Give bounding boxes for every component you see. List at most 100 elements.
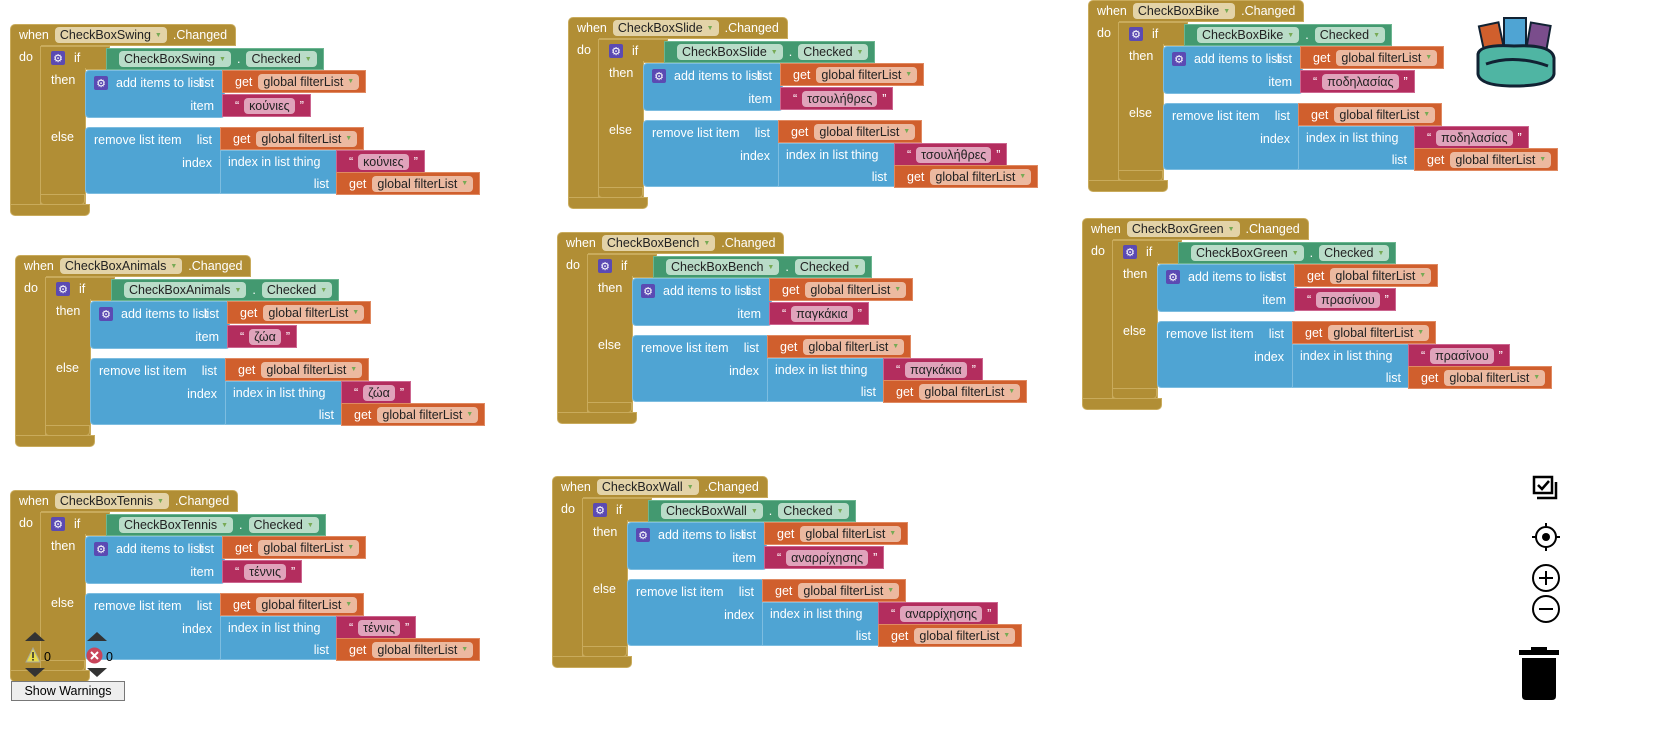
variable-dropdown[interactable]: global filterList▼ — [1450, 151, 1552, 168]
text-field[interactable]: τσουλήθρες — [916, 146, 992, 163]
variable-dropdown[interactable]: global filterList▼ — [372, 641, 474, 658]
checkbox-checked-getter[interactable]: CheckBoxBench▼.Checked▼ — [653, 256, 873, 278]
component-dropdown[interactable]: CheckBoxAnimals▼ — [124, 282, 247, 298]
zoom-out-icon[interactable] — [1530, 593, 1562, 625]
component-dropdown[interactable]: CheckBoxBench▼ — [666, 259, 780, 275]
variable-dropdown[interactable]: global filterList▼ — [372, 175, 474, 192]
mutator-gear-icon[interactable]: ⚙ — [1123, 245, 1137, 259]
zoom-in-icon[interactable] — [1530, 562, 1562, 594]
recenter-target-icon[interactable] — [1530, 521, 1562, 553]
component-dropdown[interactable]: CheckBoxBike▼ — [1132, 3, 1236, 19]
variable-dropdown[interactable]: global filterList▼ — [803, 338, 905, 355]
component-dropdown[interactable]: CheckBoxTennis▼ — [119, 517, 234, 533]
variable-dropdown[interactable]: global filterList▼ — [1334, 106, 1436, 123]
mutator-gear-icon[interactable]: ⚙ — [56, 282, 70, 296]
variable-dropdown[interactable]: global filterList▼ — [256, 596, 358, 613]
mutator-gear-icon[interactable]: ⚙ — [51, 51, 65, 65]
component-dropdown[interactable]: CheckBoxWall▼ — [661, 503, 763, 519]
component-dropdown[interactable]: CheckBoxGreen▼ — [1126, 221, 1240, 237]
item-text-block[interactable]: “ποδηλασίας” — [1300, 70, 1415, 93]
checkbox-checked-getter[interactable]: CheckBoxGreen▼.Checked▼ — [1178, 242, 1397, 264]
mutator-gear-icon[interactable]: ⚙ — [94, 542, 108, 556]
variable-dropdown[interactable]: global filterList▼ — [1330, 267, 1432, 284]
variable-dropdown[interactable]: global filterList▼ — [261, 361, 363, 378]
mutator-gear-icon[interactable]: ⚙ — [593, 503, 607, 517]
component-dropdown[interactable]: CheckBoxWall▼ — [596, 479, 699, 495]
variable-dropdown[interactable]: global filterList▼ — [258, 73, 360, 90]
text-field[interactable]: αναρρίχησης — [786, 549, 869, 566]
variable-dropdown[interactable]: global filterList▼ — [263, 304, 365, 321]
item-text-block[interactable]: “κούνιες” — [222, 94, 311, 117]
mutator-gear-icon[interactable]: ⚙ — [1172, 52, 1186, 66]
mutator-gear-icon[interactable]: ⚙ — [94, 76, 108, 90]
text-field[interactable]: τέννις — [244, 563, 286, 580]
mutator-gear-icon[interactable]: ⚙ — [598, 259, 612, 273]
item-text-block[interactable]: “πρασίνου” — [1294, 288, 1396, 311]
variable-dropdown[interactable]: global filterList▼ — [930, 168, 1032, 185]
if-header[interactable] — [40, 46, 110, 70]
checkbox-checked-getter[interactable]: CheckBoxSwing▼.Checked▼ — [106, 48, 324, 70]
text-field[interactable]: τσουλήθρες — [802, 90, 878, 107]
text-field[interactable]: κούνιες — [358, 153, 409, 170]
component-dropdown[interactable]: CheckBoxAnimals▼ — [59, 258, 183, 274]
variable-dropdown[interactable]: global filterList▼ — [914, 627, 1016, 644]
mutator-gear-icon[interactable]: ⚙ — [652, 69, 666, 83]
mutator-gear-icon[interactable]: ⚙ — [636, 528, 650, 542]
text-field[interactable]: παγκάκια — [791, 305, 853, 322]
text-field[interactable]: ποδηλασίας — [1322, 73, 1399, 90]
component-dropdown[interactable]: CheckBoxGreen▼ — [1191, 245, 1304, 261]
checkbox-checked-getter[interactable]: CheckBoxAnimals▼.Checked▼ — [111, 279, 340, 301]
text-field[interactable]: παγκάκια — [905, 361, 967, 378]
thing-text-block[interactable]: “τέννις” — [336, 616, 417, 639]
variable-dropdown[interactable]: global filterList▼ — [1444, 369, 1546, 386]
component-dropdown[interactable]: CheckBoxSlide▼ — [677, 44, 783, 60]
thing-text-block[interactable]: “ζώα” — [341, 381, 412, 404]
text-field[interactable]: πρασίνου — [1316, 291, 1380, 308]
variable-dropdown[interactable]: global filterList▼ — [816, 66, 918, 83]
checkbox-checked-getter[interactable]: CheckBoxWall▼.Checked▼ — [648, 500, 856, 522]
item-text-block[interactable]: “ζώα” — [227, 325, 298, 348]
cleanup-checkbox-icon[interactable] — [1530, 473, 1560, 503]
property-dropdown[interactable]: Checked▼ — [248, 517, 319, 533]
variable-dropdown[interactable]: global filterList▼ — [1336, 49, 1438, 66]
text-field[interactable]: ζώα — [363, 384, 395, 401]
checkbox-checked-getter[interactable]: CheckBoxTennis▼.Checked▼ — [106, 514, 326, 536]
item-text-block[interactable]: “τέννις” — [222, 560, 303, 583]
